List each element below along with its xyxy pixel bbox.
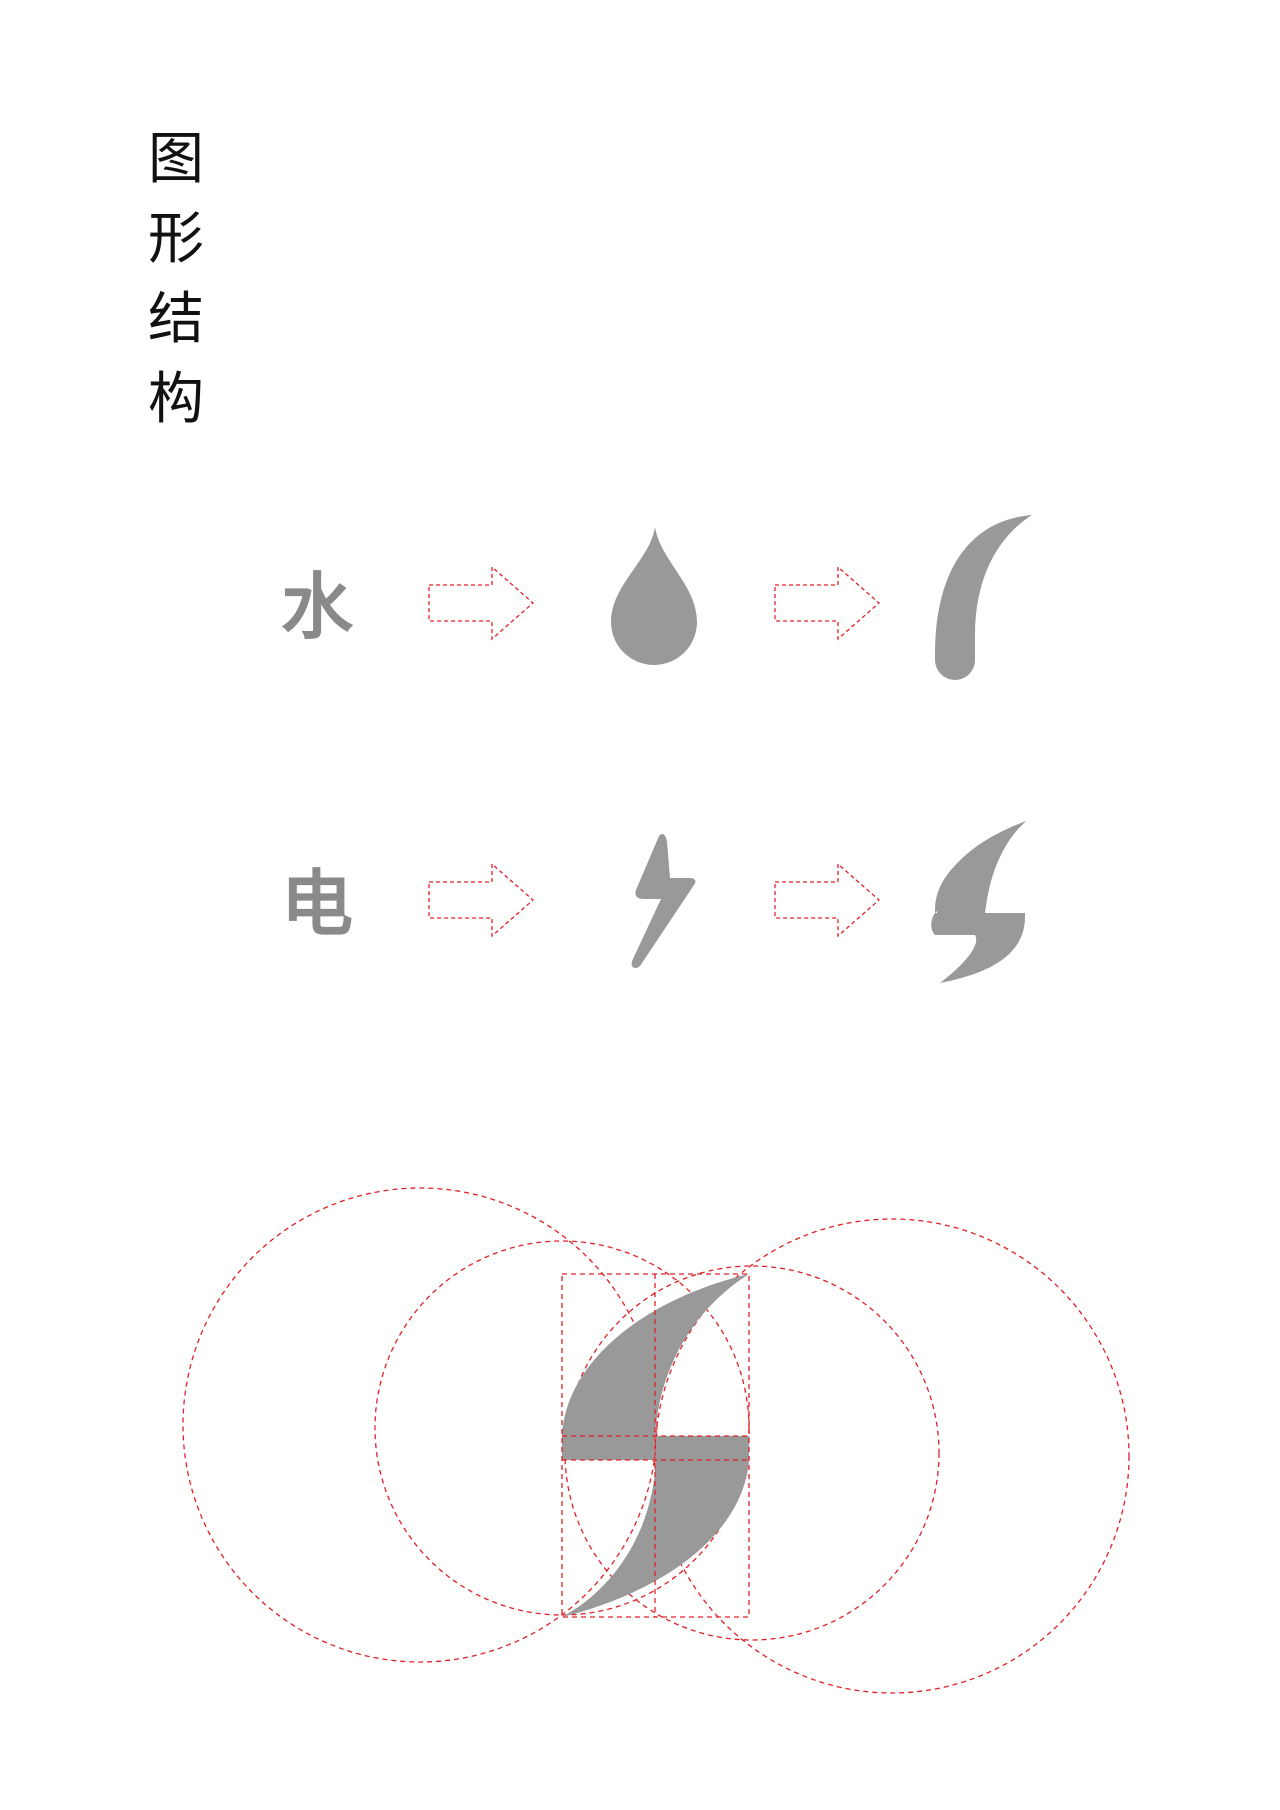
electric-s-icon-part [937, 821, 1026, 913]
page-title: 图形结构 [148, 127, 204, 432]
water-drop-icon [611, 527, 697, 665]
electric-s-icon [931, 821, 1026, 983]
electricity-character: 电 [280, 862, 353, 946]
arrow-outline-icon [774, 862, 880, 938]
arrow-outline-icon [774, 565, 880, 641]
guide-circle-center-left [374, 1240, 750, 1616]
water-character: 水 [280, 565, 353, 649]
arrow-outline-icon [428, 565, 534, 641]
guide-circle-right-large [654, 1218, 1130, 1694]
water-stroke-icon [935, 515, 1032, 680]
arrow-outline-icon [428, 862, 534, 938]
guide-rectangles [561, 1273, 750, 1618]
lightning-bolt-icon [631, 834, 696, 969]
